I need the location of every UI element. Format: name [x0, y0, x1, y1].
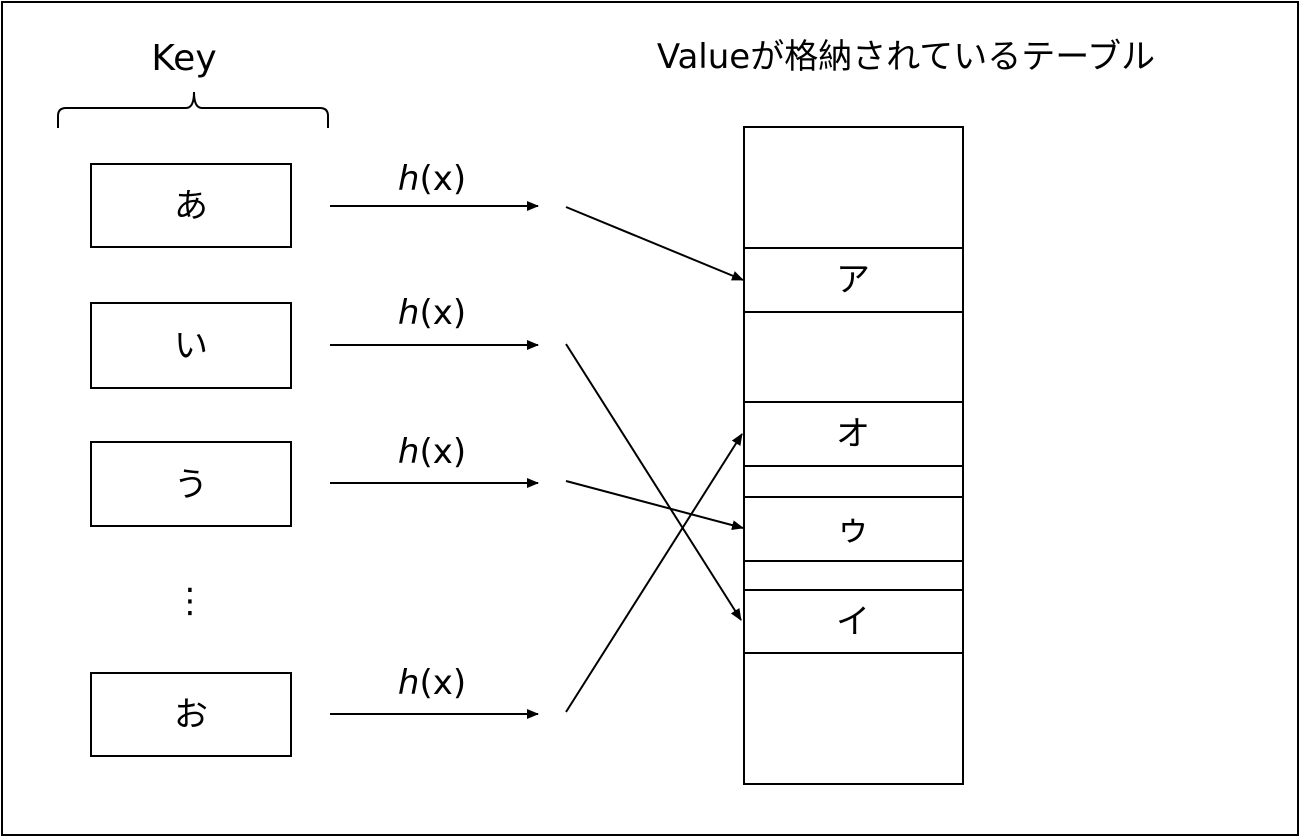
key-brace	[57, 91, 329, 128]
mapping-arrow	[565, 206, 744, 281]
mapping-arrow	[565, 480, 744, 531]
key-box: う	[90, 441, 292, 527]
hash-arrow: h(x)	[330, 663, 539, 719]
key-label: お	[174, 695, 208, 735]
hash-label: h(x)	[398, 663, 466, 703]
hash-label: h(x)	[398, 432, 466, 472]
mapping-arrow	[565, 343, 742, 621]
mapping-arrow	[565, 433, 743, 713]
table-cell-value: ア	[836, 260, 870, 300]
table-cell-value: イ	[836, 602, 870, 642]
vertical-ellipsis: ⋮	[173, 581, 207, 621]
key-label: あ	[174, 186, 208, 226]
table-title: Valueが格納されているテーブル	[657, 37, 1155, 77]
key-box: あ	[90, 163, 292, 248]
hash-arrow: h(x)	[330, 432, 539, 488]
key-label: い	[174, 326, 208, 366]
hash-arrow: h(x)	[330, 293, 539, 350]
value-table: ア オ ゥ イ	[743, 126, 964, 785]
table-cell-value: ゥ	[836, 509, 870, 549]
hash-arrow: h(x)	[330, 159, 539, 211]
key-label: う	[174, 465, 208, 505]
hash-label: h(x)	[398, 293, 466, 333]
table-cell-value: オ	[836, 414, 870, 454]
key-box: い	[90, 302, 292, 389]
key-box: お	[90, 672, 292, 757]
key-title: Key	[151, 38, 216, 79]
hash-label: h(x)	[398, 159, 466, 199]
